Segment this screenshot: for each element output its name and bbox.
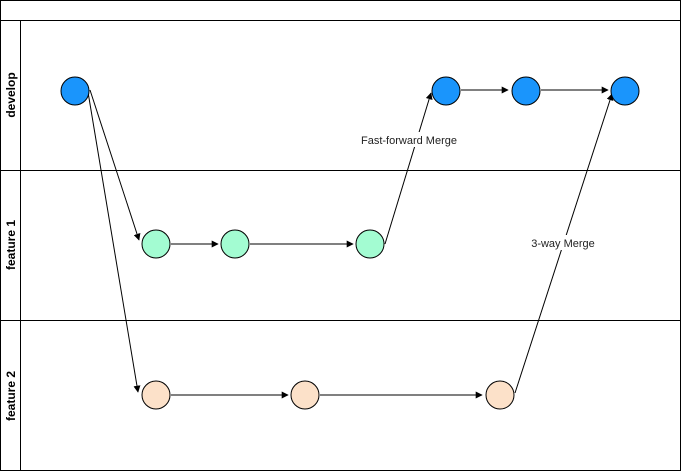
three-way-merge-label: 3-way Merge (531, 238, 595, 250)
lane-label-feature-1: feature 1 (4, 220, 18, 270)
commit-node-feature1-1 (141, 229, 171, 259)
commit-node-develop-2 (431, 76, 461, 106)
commit-node-feature2-1 (141, 380, 171, 410)
three-way-label-bg (528, 235, 598, 250)
edge-d1-f1a (89, 89, 141, 241)
commit-node-develop-3 (511, 76, 541, 106)
commit-node-develop-4 (610, 76, 640, 106)
edge-d1-f2a (87, 91, 141, 393)
commit-node-develop-1 (60, 76, 90, 106)
commit-node-feature2-3 (485, 380, 515, 410)
fast-forward-merge-label: Fast-forward Merge (361, 135, 457, 147)
commit-node-feature2-2 (290, 380, 320, 410)
lane-label-develop: develop (4, 72, 18, 117)
commit-node-feature1-3 (355, 229, 385, 259)
nodes (60, 76, 640, 410)
commit-node-feature1-2 (220, 229, 250, 259)
fast-forward-label-bg (358, 132, 461, 147)
lane-label-feature-2: feature 2 (4, 371, 18, 421)
edge-f1c-d2 (384, 92, 433, 245)
